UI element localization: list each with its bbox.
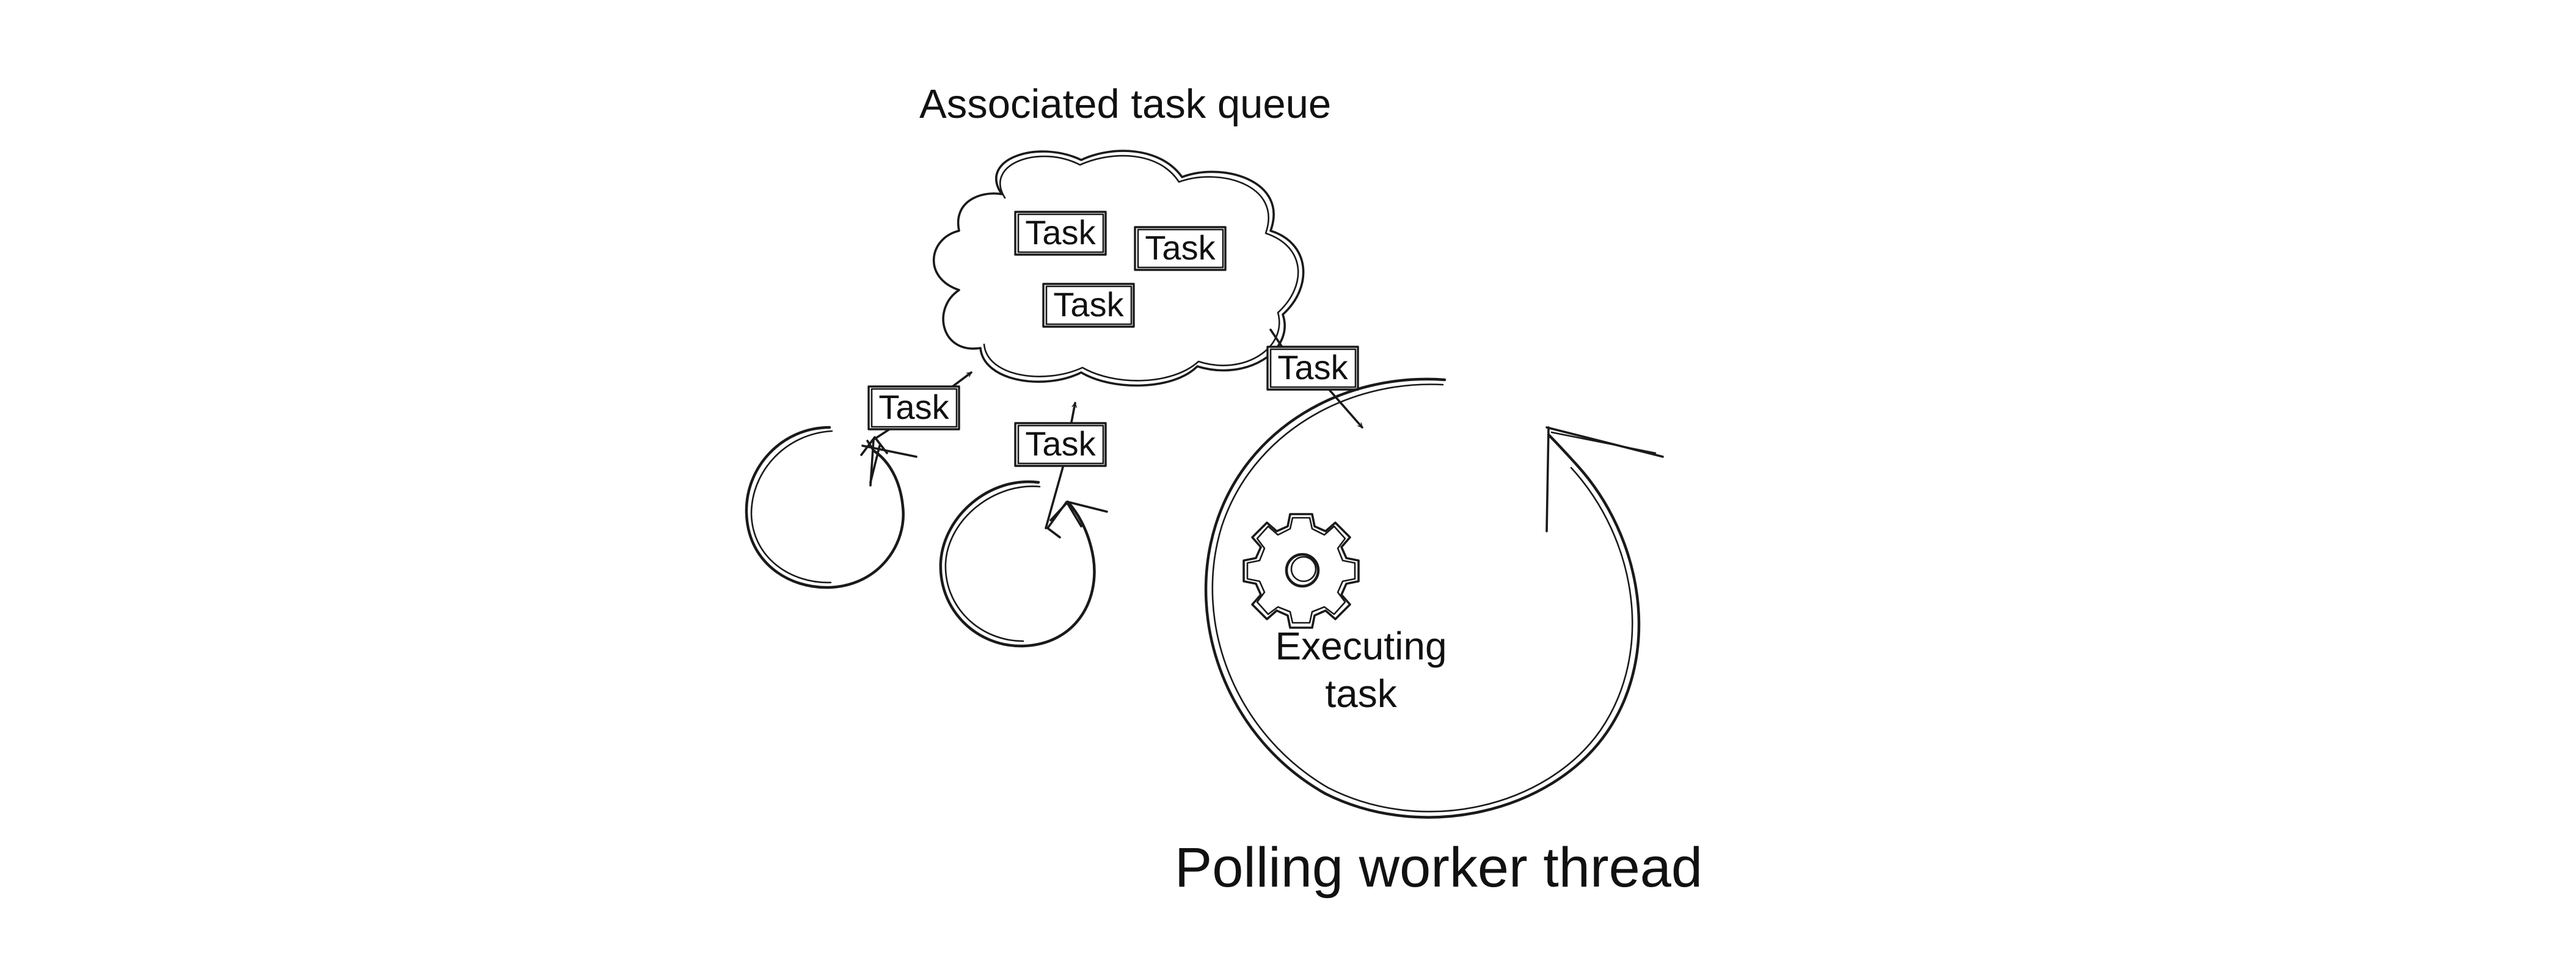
worker-loop bbox=[1204, 377, 1664, 819]
queue-task-2-label: Task bbox=[1145, 228, 1216, 267]
dequeued-task-label: Task bbox=[1277, 348, 1348, 387]
queue-task-3: Task bbox=[1042, 283, 1135, 328]
queue-task-1: Task bbox=[1014, 211, 1107, 256]
producer-task-middle-label: Task bbox=[1025, 424, 1096, 463]
producer-loop-middle bbox=[939, 480, 1108, 648]
task-queue-cloud: Task Task Task bbox=[932, 150, 1305, 387]
queue-task-1-label: Task bbox=[1025, 213, 1096, 252]
executing-label-line2: task bbox=[1325, 672, 1397, 716]
dequeued-task: Task bbox=[1266, 328, 1363, 429]
gear-icon bbox=[1242, 513, 1360, 629]
producer-task-middle: Task bbox=[1014, 402, 1107, 529]
queue-task-2: Task bbox=[1134, 226, 1227, 271]
thread-caption: Polling worker thread bbox=[1175, 837, 1702, 899]
producer-loop-left bbox=[745, 426, 918, 589]
executing-label-line1: Executing bbox=[1275, 624, 1447, 668]
producer-task-left: Task bbox=[867, 371, 972, 441]
queue-task-3-label: Task bbox=[1053, 285, 1124, 324]
queue-title: Associated task queue bbox=[919, 81, 1331, 127]
producer-task-left-label: Task bbox=[878, 388, 949, 426]
